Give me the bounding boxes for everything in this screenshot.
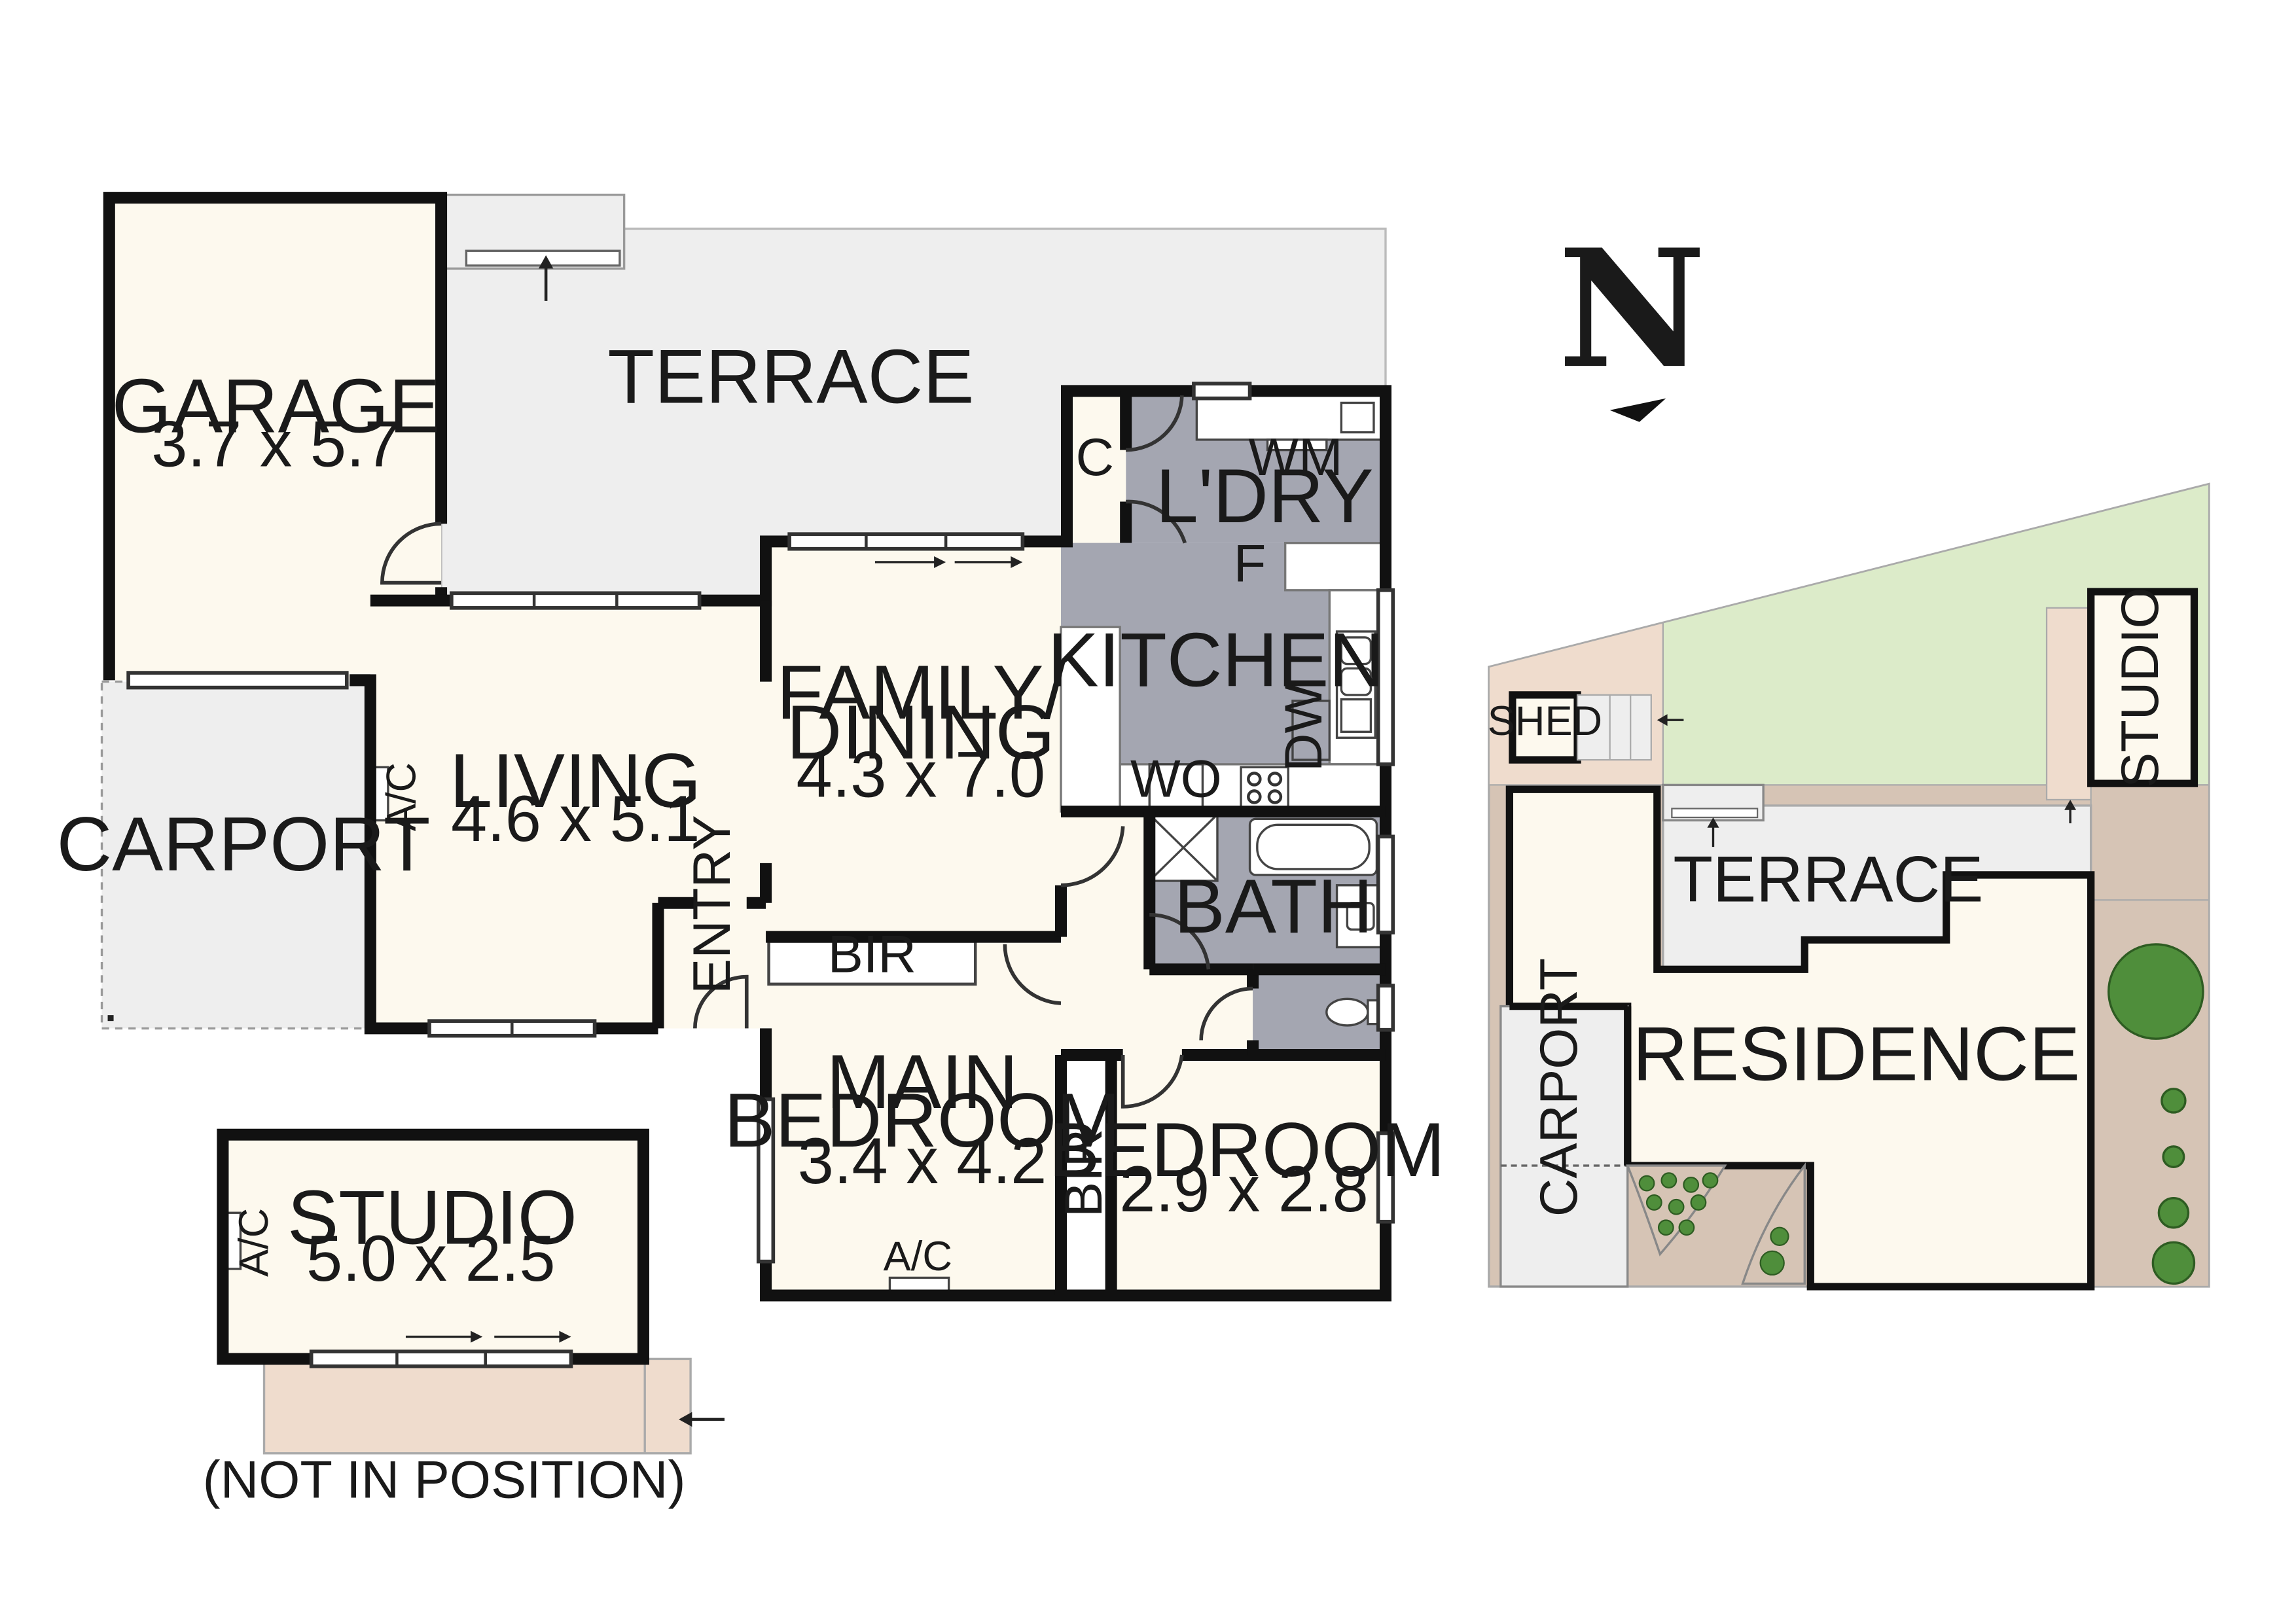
shrub-icon <box>2162 1145 2185 1169</box>
north-letter: N <box>1558 214 1706 404</box>
garage-label: GARAGE <box>112 363 440 449</box>
sliding-door-arrows-family <box>874 556 1023 568</box>
carport-area <box>100 680 372 1030</box>
shrub-icon <box>2161 1088 2187 1114</box>
carport-label: CARPORT <box>56 801 430 887</box>
washing-machine <box>1266 438 1328 452</box>
bir-label-bedroom: BIR <box>1054 1129 1113 1217</box>
cooktop <box>1240 766 1289 810</box>
family-dimensions: 4.3 x 7.0 <box>797 738 1045 811</box>
bedroom-label: BEDROOM <box>1049 1107 1445 1192</box>
laundry-tub <box>1340 401 1375 434</box>
site-shrubs <box>1638 1172 1789 1276</box>
dishwasher <box>1291 700 1331 761</box>
main-bedroom-dimensions: 3.4 x 4.2 <box>798 1125 1047 1198</box>
cupboard-label: C <box>1076 428 1115 487</box>
bedroom-dimensions: 2.9 x 2.8 <box>1119 1153 1368 1226</box>
living-label: LIVING <box>450 738 701 823</box>
floor-plan: TERRACE GARAGE 3.7 x 5.7 CARPORT LIVING … <box>56 192 1445 1509</box>
studio-label: STUDIO <box>287 1175 577 1260</box>
fridge-label: F <box>1234 534 1266 593</box>
kitchen-area <box>1060 543 1330 764</box>
site-shed-label: SHED <box>1488 698 1602 744</box>
site-plan: SHED STUDIO TERRACE CARPORT RESIDENCE <box>1488 482 2210 1291</box>
terrace-entry-arrow <box>538 255 554 301</box>
dishwasher-label: DW <box>1274 683 1333 772</box>
family-label-line2: DINING <box>787 689 1055 775</box>
kitchen-bench-left <box>1060 626 1121 813</box>
cupboard-area <box>1067 391 1126 543</box>
entry-label: ENTRY <box>683 815 742 994</box>
bir-shelf <box>767 940 977 986</box>
garage-dimensions: 3.7 x 5.7 <box>151 408 400 480</box>
main-bedroom-label-line1: MAIN <box>827 1039 1018 1124</box>
main-bedroom-label-line2: BEDROOM <box>724 1077 1121 1163</box>
sliding-door-arrows-studio <box>405 1330 571 1343</box>
ac-label-studio: A/C <box>231 1208 277 1277</box>
site-trees <box>2108 943 2204 1285</box>
site-studio <box>2087 588 2198 787</box>
living-dimensions: 4.6 x 5.1 <box>451 783 700 855</box>
laundry-label: L'DRY <box>1156 453 1374 539</box>
not-in-position-note: (NOT IN POSITION) <box>203 1450 686 1509</box>
terrace-label: TERRACE <box>607 333 974 419</box>
kitchen-label: KITCHEN <box>1047 616 1384 702</box>
north-compass: N <box>1558 214 1706 422</box>
site-studio-entry-arrow <box>2064 799 2077 824</box>
wall-oven <box>1148 763 1204 813</box>
shrub-icon <box>2151 1241 2196 1285</box>
site-carport-label: CARPORT <box>1530 958 1588 1217</box>
site-garden-curve-right <box>1741 1162 1806 1285</box>
bir-label-main: BIR <box>828 925 916 984</box>
studio-deck <box>262 1357 692 1455</box>
site-shed-entry-arrow <box>1657 714 1684 726</box>
main-bedroom-area <box>766 936 1061 1296</box>
site-terrace-entry-arrow <box>1707 817 1719 847</box>
toilet <box>1325 997 1381 1027</box>
site-residence-label: RESIDENCE <box>1632 1010 2080 1096</box>
shrub-icon <box>2157 1196 2190 1229</box>
family-label-line1: FAMILY/ <box>776 649 1065 735</box>
large-tree-icon <box>2108 943 2204 1040</box>
washing-machine-label: WM <box>1248 428 1342 487</box>
studio-dimensions: 5.0 x 2.5 <box>306 1222 555 1295</box>
studio-entry-arrow <box>679 1412 725 1427</box>
ac-label-living: A/C <box>378 762 424 831</box>
wall-oven-label: WO <box>1130 749 1222 808</box>
bath-label: BATH <box>1174 863 1373 949</box>
studio-area <box>223 1134 643 1359</box>
kitchen-bench-right <box>1283 541 1387 592</box>
site-terrace-label: TERRACE <box>1673 844 1983 916</box>
north-arrow-icon <box>1609 398 1666 422</box>
ac-label-bedroom: A/C <box>884 1234 952 1279</box>
site-studio-label: STUDIO <box>2111 587 2170 788</box>
